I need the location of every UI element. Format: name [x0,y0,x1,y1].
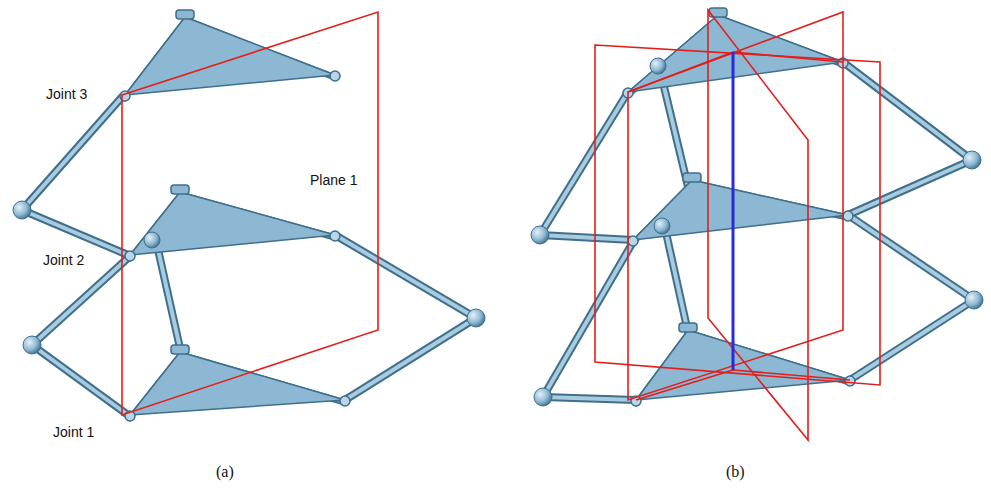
spherical-joint [965,291,983,309]
bar [543,397,636,400]
hinge-lug [171,185,189,194]
bar [848,215,974,300]
panel-label: (a) [214,462,236,481]
spherical-joint [467,309,485,327]
plane-outline [122,12,378,415]
spherical-joint [534,388,552,406]
platforms-a [125,10,345,421]
plane-outline [595,45,880,385]
plane-outline [628,12,843,400]
bar [665,228,688,332]
bars-a [22,97,476,415]
hinge-lug [679,323,697,332]
joint-label: Joint 2 [41,252,86,269]
panel-label: (b) [724,462,747,481]
bar [335,235,476,318]
bar [22,210,128,255]
bar-outline [540,62,974,400]
plane-label: Plane 1 [308,172,359,189]
bar [540,235,633,240]
bar [32,258,128,345]
bar [540,92,628,235]
revolute-joint [330,71,340,81]
bar [843,62,972,160]
bar [848,215,974,300]
bar [540,235,633,240]
bar-fill [540,62,974,400]
platform-edge [628,15,843,98]
triangle-platform [130,192,335,255]
joints-a [120,71,350,421]
bar [335,235,476,318]
bar [543,397,636,400]
spherical-joint [650,58,666,74]
bar [22,97,122,210]
bar [32,345,128,415]
symmetry-planes [595,10,880,440]
bar [850,300,974,380]
spherical-joint [963,151,981,169]
bar [543,242,633,397]
balls-a [13,201,485,354]
revolute-joint [845,376,855,386]
platform-edge [130,352,345,421]
bar [345,318,476,400]
bar [22,97,122,210]
platform-edge [125,17,335,101]
spherical-joint [654,218,670,234]
joint-label: Joint 1 [51,424,96,441]
bar [32,345,128,415]
plane-trace [628,52,733,92]
revolute-joint [125,251,135,261]
spherical-joint [144,232,160,248]
triangle-platform [130,352,345,415]
bar [843,62,972,160]
bar [848,160,972,215]
bar-outline [22,97,476,415]
revolute-joint [628,236,638,246]
bar [850,300,974,380]
platform-edge [130,192,335,261]
balls-b [531,58,983,406]
spherical-joint [13,201,31,219]
hinge-lug [176,10,194,19]
symmetry-axis [732,52,735,370]
bar-fill [22,97,476,415]
platforms-b [628,8,850,406]
revolute-joint [843,211,853,221]
plane-trace [733,52,843,62]
triangle-platform [636,330,850,400]
bar [543,242,633,397]
joints-b [623,58,855,406]
bars-b [540,62,974,400]
triangle-platform [633,180,848,240]
bar [540,92,628,235]
plane-trace [636,370,733,400]
bar [345,318,476,400]
joint-label: Joint 3 [44,86,89,103]
platform-edge [633,180,848,246]
revolute-joint [340,396,350,406]
bar [22,210,128,255]
bar [32,258,128,345]
spherical-joint [531,226,549,244]
hinge-lug [171,345,189,354]
bar [665,228,688,332]
bar [848,160,972,215]
hinge-lug [683,173,701,182]
spherical-joint [23,336,41,354]
plane-trace [733,370,850,380]
revolute-joint [330,231,340,241]
